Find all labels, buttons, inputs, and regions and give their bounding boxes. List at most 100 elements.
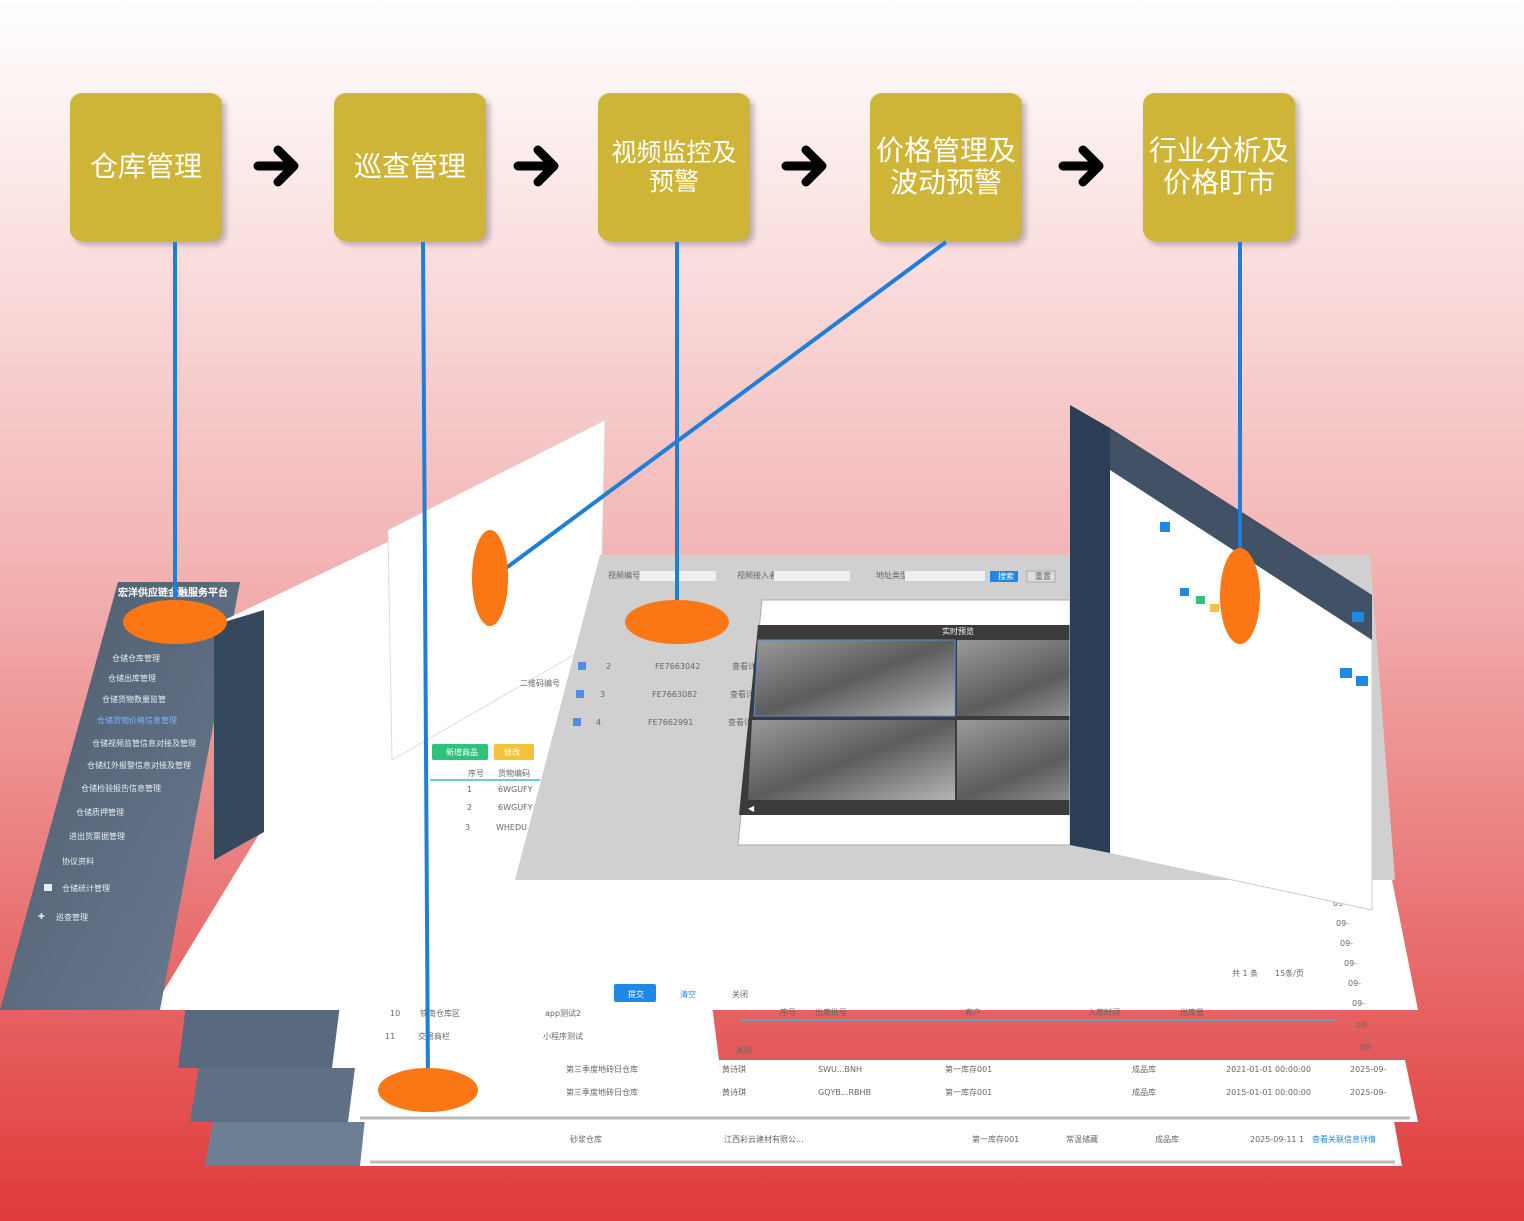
svg-text:09-: 09-: [1344, 959, 1357, 968]
close-button-secondary[interactable]: 关闭: [736, 1045, 752, 1055]
pagination-total: 共 1 条: [1232, 968, 1258, 978]
sidebar-item-price[interactable]: 仓储货物价格信息管理: [97, 715, 177, 725]
marker-industry: [1220, 548, 1260, 644]
svg-text:常温储藏: 常温储藏: [1066, 1134, 1098, 1144]
svg-text:第一库存001: 第一库存001: [945, 1064, 992, 1074]
svg-text:10: 10: [390, 1009, 400, 1018]
sidebar-item-pledge[interactable]: 仓储质押管理: [76, 807, 124, 817]
svg-text:查看详情: 查看详情: [732, 661, 764, 671]
reset-button[interactable]: [1026, 570, 1056, 583]
filter-video-id: 视频编号: [608, 570, 640, 580]
sidebar-item-patrol[interactable]: 巡查管理: [56, 912, 88, 922]
filter-accessor: 视频接入者: [737, 570, 777, 580]
svg-text:江西彩云建材有限公...: 江西彩云建材有限公...: [724, 1134, 804, 1144]
svg-text:2021-01-01 00:00:00: 2021-01-01 00:00:00: [1226, 1065, 1311, 1074]
svg-text:3: 3: [600, 690, 605, 699]
svg-text:查看详情: 查看详情: [730, 689, 762, 699]
svg-text:GQYB...RBHB: GQYB...RBHB: [818, 1088, 871, 1097]
connector-line: [488, 240, 948, 582]
arrow-right-icon: [253, 145, 299, 187]
table-row: 11 交易商栏 小程序测试: [385, 1031, 583, 1041]
table-row: 砂浆仓库 江西彩云建材有限公... 第一库存001 常温储藏 成品库 2025-…: [570, 1134, 1376, 1144]
submit-button[interactable]: [614, 984, 656, 1002]
arrow-right-icon: [513, 145, 559, 187]
flow-step-price: 价格管理及波动预警: [870, 93, 1022, 241]
header-batch: 出库批号: [815, 1007, 847, 1017]
svg-text:4: 4: [596, 718, 601, 727]
svg-text:09-: 09-: [1340, 939, 1353, 948]
svg-text:查看详情: 查看详情: [728, 717, 760, 727]
edit-button[interactable]: [494, 744, 534, 760]
svg-text:2015-01-01 00:00:00: 2015-01-01 00:00:00: [1226, 1088, 1311, 1097]
preview-title: 实时预览: [942, 626, 974, 636]
add-goods-button[interactable]: [432, 744, 488, 760]
camera-feed-3[interactable]: [748, 720, 955, 800]
clear-button[interactable]: 清空: [680, 989, 696, 999]
view-detail-link[interactable]: 查看关联信息详情: [1312, 1134, 1376, 1144]
layer-mid-content: [348, 1060, 1418, 1122]
svg-text:2025-09-: 2025-09-: [1350, 1065, 1386, 1074]
qr-code-hint: 二维码编号: [520, 678, 560, 688]
arrow-right-icon: [781, 145, 827, 187]
svg-text:1: 1: [467, 785, 472, 794]
svg-text:FE7662991: FE7662991: [648, 718, 693, 727]
table-row: 4 FE7662991 查看详情: [573, 717, 760, 727]
table-row: 第三季度地砖日仓库 黄诗琪 GQYB...RBHB 第一库存001 成品库 20…: [566, 1087, 1386, 1097]
sidebar-item-statistics[interactable]: 仓储统计管理: [62, 883, 110, 893]
header-index: 序号: [468, 768, 484, 778]
marker-warehouse: [123, 600, 227, 644]
svg-text:2025-09-11 1: 2025-09-11 1: [1250, 1135, 1304, 1144]
table-row: 第三季度地砖日仓库 黄诗琪 SWU...BNH 第一库存001 成品库 2021…: [566, 1064, 1386, 1074]
svg-text:09-: 09-: [1356, 1021, 1369, 1030]
header-index: 序号: [780, 1007, 796, 1017]
sidebar-item-quantity[interactable]: 仓储货物数量监管: [102, 694, 166, 704]
pagination-size[interactable]: 15条/页: [1275, 968, 1304, 978]
header-customer: 客户: [965, 1007, 981, 1017]
svg-text:09-: 09-: [1360, 1043, 1373, 1052]
address-type-select[interactable]: [905, 571, 985, 581]
svg-text:2: 2: [467, 803, 472, 812]
header-out-qty: 出库量: [1180, 1007, 1204, 1017]
close-button[interactable]: 关闭: [732, 989, 748, 999]
accessor-input[interactable]: [774, 571, 850, 581]
svg-text:09-: 09-: [1348, 979, 1361, 988]
sidebar-item-invoices[interactable]: 进出货票据管理: [69, 831, 125, 841]
sidebar-item-agreements[interactable]: 协议资料: [62, 856, 94, 866]
filter-address-type: 地址类型: [876, 570, 908, 580]
volume-icon[interactable]: ◀: [748, 804, 755, 813]
svg-text:成品库: 成品库: [1155, 1134, 1179, 1144]
industry-analysis-screenshot: [1069, 404, 1373, 911]
flow-step-warehouse: 仓库管理: [70, 93, 222, 241]
sidebar-item-infrared[interactable]: 仓储红外报警信息对接及管理: [87, 760, 191, 770]
sidebar-item-warehouse[interactable]: 仓储仓库管理: [112, 653, 160, 663]
svg-text:2: 2: [606, 662, 611, 671]
sidebar-panel: [0, 582, 240, 1010]
search-button[interactable]: [990, 571, 1018, 582]
svg-text:11: 11: [385, 1032, 395, 1041]
camera-feed-1[interactable]: [753, 639, 956, 717]
marker-price: [472, 530, 508, 626]
sidebar-item-inspection[interactable]: 仓储检验报告信息管理: [81, 783, 161, 793]
flow-step-industry: 行业分析及价格盯市: [1143, 93, 1295, 241]
svg-text:新增商品: 新增商品: [446, 747, 478, 757]
svg-text:小程序测试: 小程序测试: [543, 1031, 583, 1041]
sidebar-item-outbound[interactable]: 仓储出库管理: [108, 673, 156, 683]
flow-step-video: 视频监控及预警: [598, 93, 750, 241]
layer-bottom-content: [360, 1110, 1402, 1166]
svg-text:app测试2: app测试2: [545, 1008, 581, 1018]
marker-video: [625, 600, 729, 644]
svg-text:成品库: 成品库: [1132, 1087, 1156, 1097]
svg-text:SWU...BNH: SWU...BNH: [818, 1065, 862, 1074]
svg-text:第三季度地砖日仓库: 第三季度地砖日仓库: [566, 1087, 638, 1097]
svg-text:交易商栏: 交易商栏: [418, 1031, 450, 1041]
status-markers: [1160, 522, 1368, 686]
svg-text:第一库存001: 第一库存001: [945, 1087, 992, 1097]
sidebar-item-video[interactable]: 仓储视频监管信息对接及管理: [92, 738, 196, 748]
header-goods-code: 货物编码: [498, 768, 530, 778]
plus-icon: ✚: [38, 912, 45, 921]
